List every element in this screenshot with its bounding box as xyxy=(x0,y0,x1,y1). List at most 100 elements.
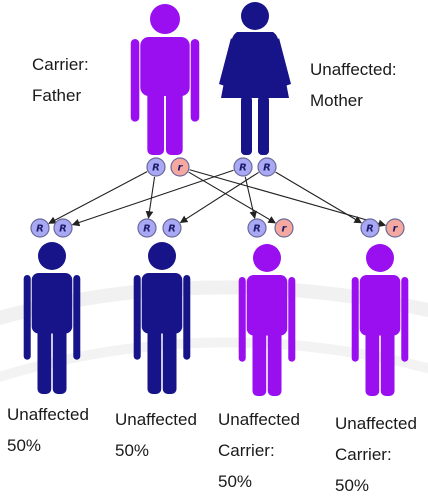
figure-head xyxy=(241,2,269,30)
background-arc xyxy=(0,337,428,382)
inheritance-arrow xyxy=(189,169,387,228)
figure-arm xyxy=(401,277,409,362)
father-figure xyxy=(130,4,200,155)
child-3-percent: 50% xyxy=(218,472,253,491)
mother-label: Unaffected: Mother xyxy=(310,54,397,116)
child-4-carrier: Carrier: xyxy=(335,445,392,464)
child-3-allele-1: R xyxy=(247,218,267,238)
figure-arm xyxy=(23,275,31,360)
figure-torso xyxy=(246,275,288,336)
inheritance-arrow xyxy=(275,171,363,224)
allele-circle xyxy=(162,218,182,238)
figure-arm xyxy=(219,38,237,86)
figure-leg xyxy=(258,96,269,155)
figure-leg xyxy=(147,88,165,155)
figure-arm xyxy=(130,39,140,122)
figure-torso xyxy=(140,37,190,96)
figure-head xyxy=(366,244,394,272)
mother-allele-1: R xyxy=(233,157,253,177)
figure-arm xyxy=(288,277,296,362)
child-3-carrier: Carrier: xyxy=(218,441,275,460)
father-allele-1: R xyxy=(146,157,166,177)
figure-leg xyxy=(380,327,395,396)
allele-letter: r xyxy=(178,163,184,174)
allele-letter: R xyxy=(366,224,374,235)
figure-arm xyxy=(133,275,141,360)
figure-leg xyxy=(162,325,177,394)
figure-head xyxy=(150,4,180,34)
child-1-allele-2: R xyxy=(53,218,73,238)
allele-letter: r xyxy=(393,224,399,235)
child-1-figure xyxy=(23,242,81,394)
inheritance-arrow xyxy=(48,171,148,224)
child-2-percent: 50% xyxy=(115,441,150,460)
mother-role: Unaffected: xyxy=(310,60,397,79)
child-1-allele-1: R xyxy=(30,218,50,238)
figure-torso xyxy=(141,273,183,334)
child-4-percent: 50% xyxy=(335,476,370,495)
child-3-figure xyxy=(238,244,296,396)
allele-circle xyxy=(137,218,157,238)
child-4-allele-1: R xyxy=(360,218,380,238)
child-3-label: Unaffected Carrier: 50% xyxy=(218,404,300,497)
child-3-allele-2: r xyxy=(274,218,294,238)
allele-circle xyxy=(385,218,405,238)
inheritance-arrows xyxy=(48,169,387,228)
allele-letter: R xyxy=(36,224,44,235)
figure-arm xyxy=(190,39,200,122)
inheritance-arrow xyxy=(71,169,234,227)
figure-leg xyxy=(252,327,267,396)
child-1-label: Unaffected 50% xyxy=(7,399,89,461)
allele-circle xyxy=(53,218,73,238)
figure-leg xyxy=(365,327,380,396)
child-1-status: Unaffected xyxy=(7,405,89,424)
child-3-status: Unaffected xyxy=(218,410,300,429)
child-4-label: Unaffected Carrier: 50% xyxy=(335,408,417,501)
child-2-status: Unaffected xyxy=(115,410,197,429)
mother-name: Mother xyxy=(310,91,363,110)
figure-torso xyxy=(359,275,401,336)
child-2-figure xyxy=(133,242,191,394)
allele-letter: r xyxy=(282,224,288,235)
figure-leg xyxy=(267,327,282,396)
figure-head xyxy=(148,242,176,270)
figure-arm xyxy=(183,275,191,360)
mother-figure xyxy=(219,2,291,155)
allele-letter: R xyxy=(143,224,151,235)
child-1-percent: 50% xyxy=(7,436,42,455)
mother-allele-2: R xyxy=(257,157,277,177)
child-2-allele-2: R xyxy=(162,218,182,238)
father-name: Father xyxy=(32,86,82,105)
allele-circle xyxy=(170,157,190,177)
figure-dress xyxy=(221,32,289,98)
child-4-status: Unaffected xyxy=(335,414,417,433)
allele-circle xyxy=(247,218,267,238)
allele-letter: R xyxy=(253,224,261,235)
allele-circle xyxy=(360,218,380,238)
allele-letter: R xyxy=(59,224,67,235)
child-2-allele-1: R xyxy=(137,218,157,238)
allele-circle xyxy=(30,218,50,238)
figure-leg xyxy=(52,325,67,394)
figure-leg xyxy=(241,96,252,155)
allele-letter: R xyxy=(239,163,247,174)
child-2-label: Unaffected 50% xyxy=(115,404,197,466)
inheritance-arrow xyxy=(188,171,277,224)
figure-torso xyxy=(31,273,73,334)
figures xyxy=(23,2,409,396)
allele-circle xyxy=(146,157,166,177)
allele-circle xyxy=(274,218,294,238)
allele-letter: R xyxy=(168,224,176,235)
figure-leg xyxy=(37,325,52,394)
child-4-figure xyxy=(351,244,409,396)
allele-circle xyxy=(233,157,253,177)
father-role: Carrier: xyxy=(32,55,89,74)
allele-circle xyxy=(257,157,277,177)
figure-arm xyxy=(73,275,81,360)
figure-arm xyxy=(273,38,291,86)
allele-letter: R xyxy=(152,163,160,174)
figure-arm xyxy=(351,277,359,362)
allele-letter: R xyxy=(263,163,271,174)
